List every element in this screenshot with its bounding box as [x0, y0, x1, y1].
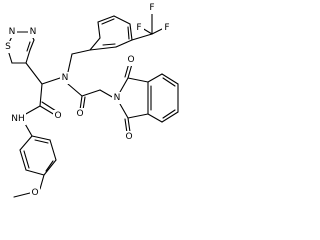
bond: [129, 23, 133, 41]
bond: [67, 53, 73, 73]
bond: [89, 46, 117, 51]
bond: [99, 89, 115, 99]
bond: [23, 150, 30, 169]
bond: [119, 77, 129, 93]
bond: [26, 41, 31, 52]
imide-oxygen-label: O: [125, 132, 132, 142]
bond: [29, 39, 35, 51]
bond: [162, 77, 176, 87]
atom-labels: S N N N O O NH N O O F F F O: [3, 2, 172, 199]
bond: [39, 174, 45, 190]
carbonyl-oxygen-label: O: [76, 109, 83, 119]
bond: [124, 118, 128, 134]
bond: [127, 77, 149, 83]
bond: [67, 83, 83, 97]
imide-nitrogen-label: N: [114, 93, 121, 103]
bond: [79, 95, 83, 111]
imide-oxygen-label: O: [127, 55, 134, 65]
bond: [113, 15, 131, 25]
bond: [102, 43, 116, 46]
amide-nh-label: NH: [11, 114, 25, 124]
bond: [19, 135, 33, 151]
bond: [34, 139, 49, 144]
chemical-structure-diagram: S N N N O O NH N O O F F F O: [3, 2, 179, 199]
bond: [41, 77, 61, 85]
bond: [19, 149, 27, 171]
bond: [127, 63, 133, 79]
bond: [39, 105, 56, 116]
fluorine-atom-label: F: [149, 3, 154, 13]
amine-nitrogen-label: N: [62, 73, 69, 83]
bond: [25, 62, 43, 85]
bond: [101, 18, 115, 25]
bond: [97, 21, 101, 39]
bond: [71, 49, 91, 55]
bond: [119, 103, 129, 119]
bond: [131, 33, 153, 41]
bond: [25, 169, 45, 176]
bond: [127, 113, 149, 119]
nitrogen-atom-label: N: [9, 27, 16, 37]
bond: [82, 96, 86, 111]
bond: [39, 83, 43, 107]
fluorine-atom-label: F: [136, 23, 141, 33]
bond: [49, 139, 57, 161]
bond: [25, 49, 31, 64]
bond: [127, 26, 130, 40]
bond: [41, 101, 57, 112]
bond: [45, 160, 54, 172]
fluorine-atom-label: F: [164, 23, 169, 33]
methoxy-oxygen-label: O: [31, 188, 38, 198]
bond: [43, 159, 57, 176]
bond: [13, 192, 31, 198]
bond: [161, 111, 179, 123]
bond: [89, 37, 101, 51]
sulfur-atom-label: S: [5, 42, 11, 52]
carbonyl-oxygen-label: O: [54, 111, 61, 121]
nitrogen-atom-label: N: [30, 27, 37, 37]
bond: [161, 73, 179, 85]
bond: [147, 113, 163, 123]
bond: [23, 105, 41, 116]
bond: [162, 109, 176, 119]
bond: [115, 39, 133, 48]
bond: [31, 135, 51, 141]
bond-lines: [7, 13, 179, 198]
bond: [81, 89, 101, 97]
bond: [127, 117, 131, 133]
bond: [97, 15, 115, 23]
bond: [147, 73, 163, 83]
